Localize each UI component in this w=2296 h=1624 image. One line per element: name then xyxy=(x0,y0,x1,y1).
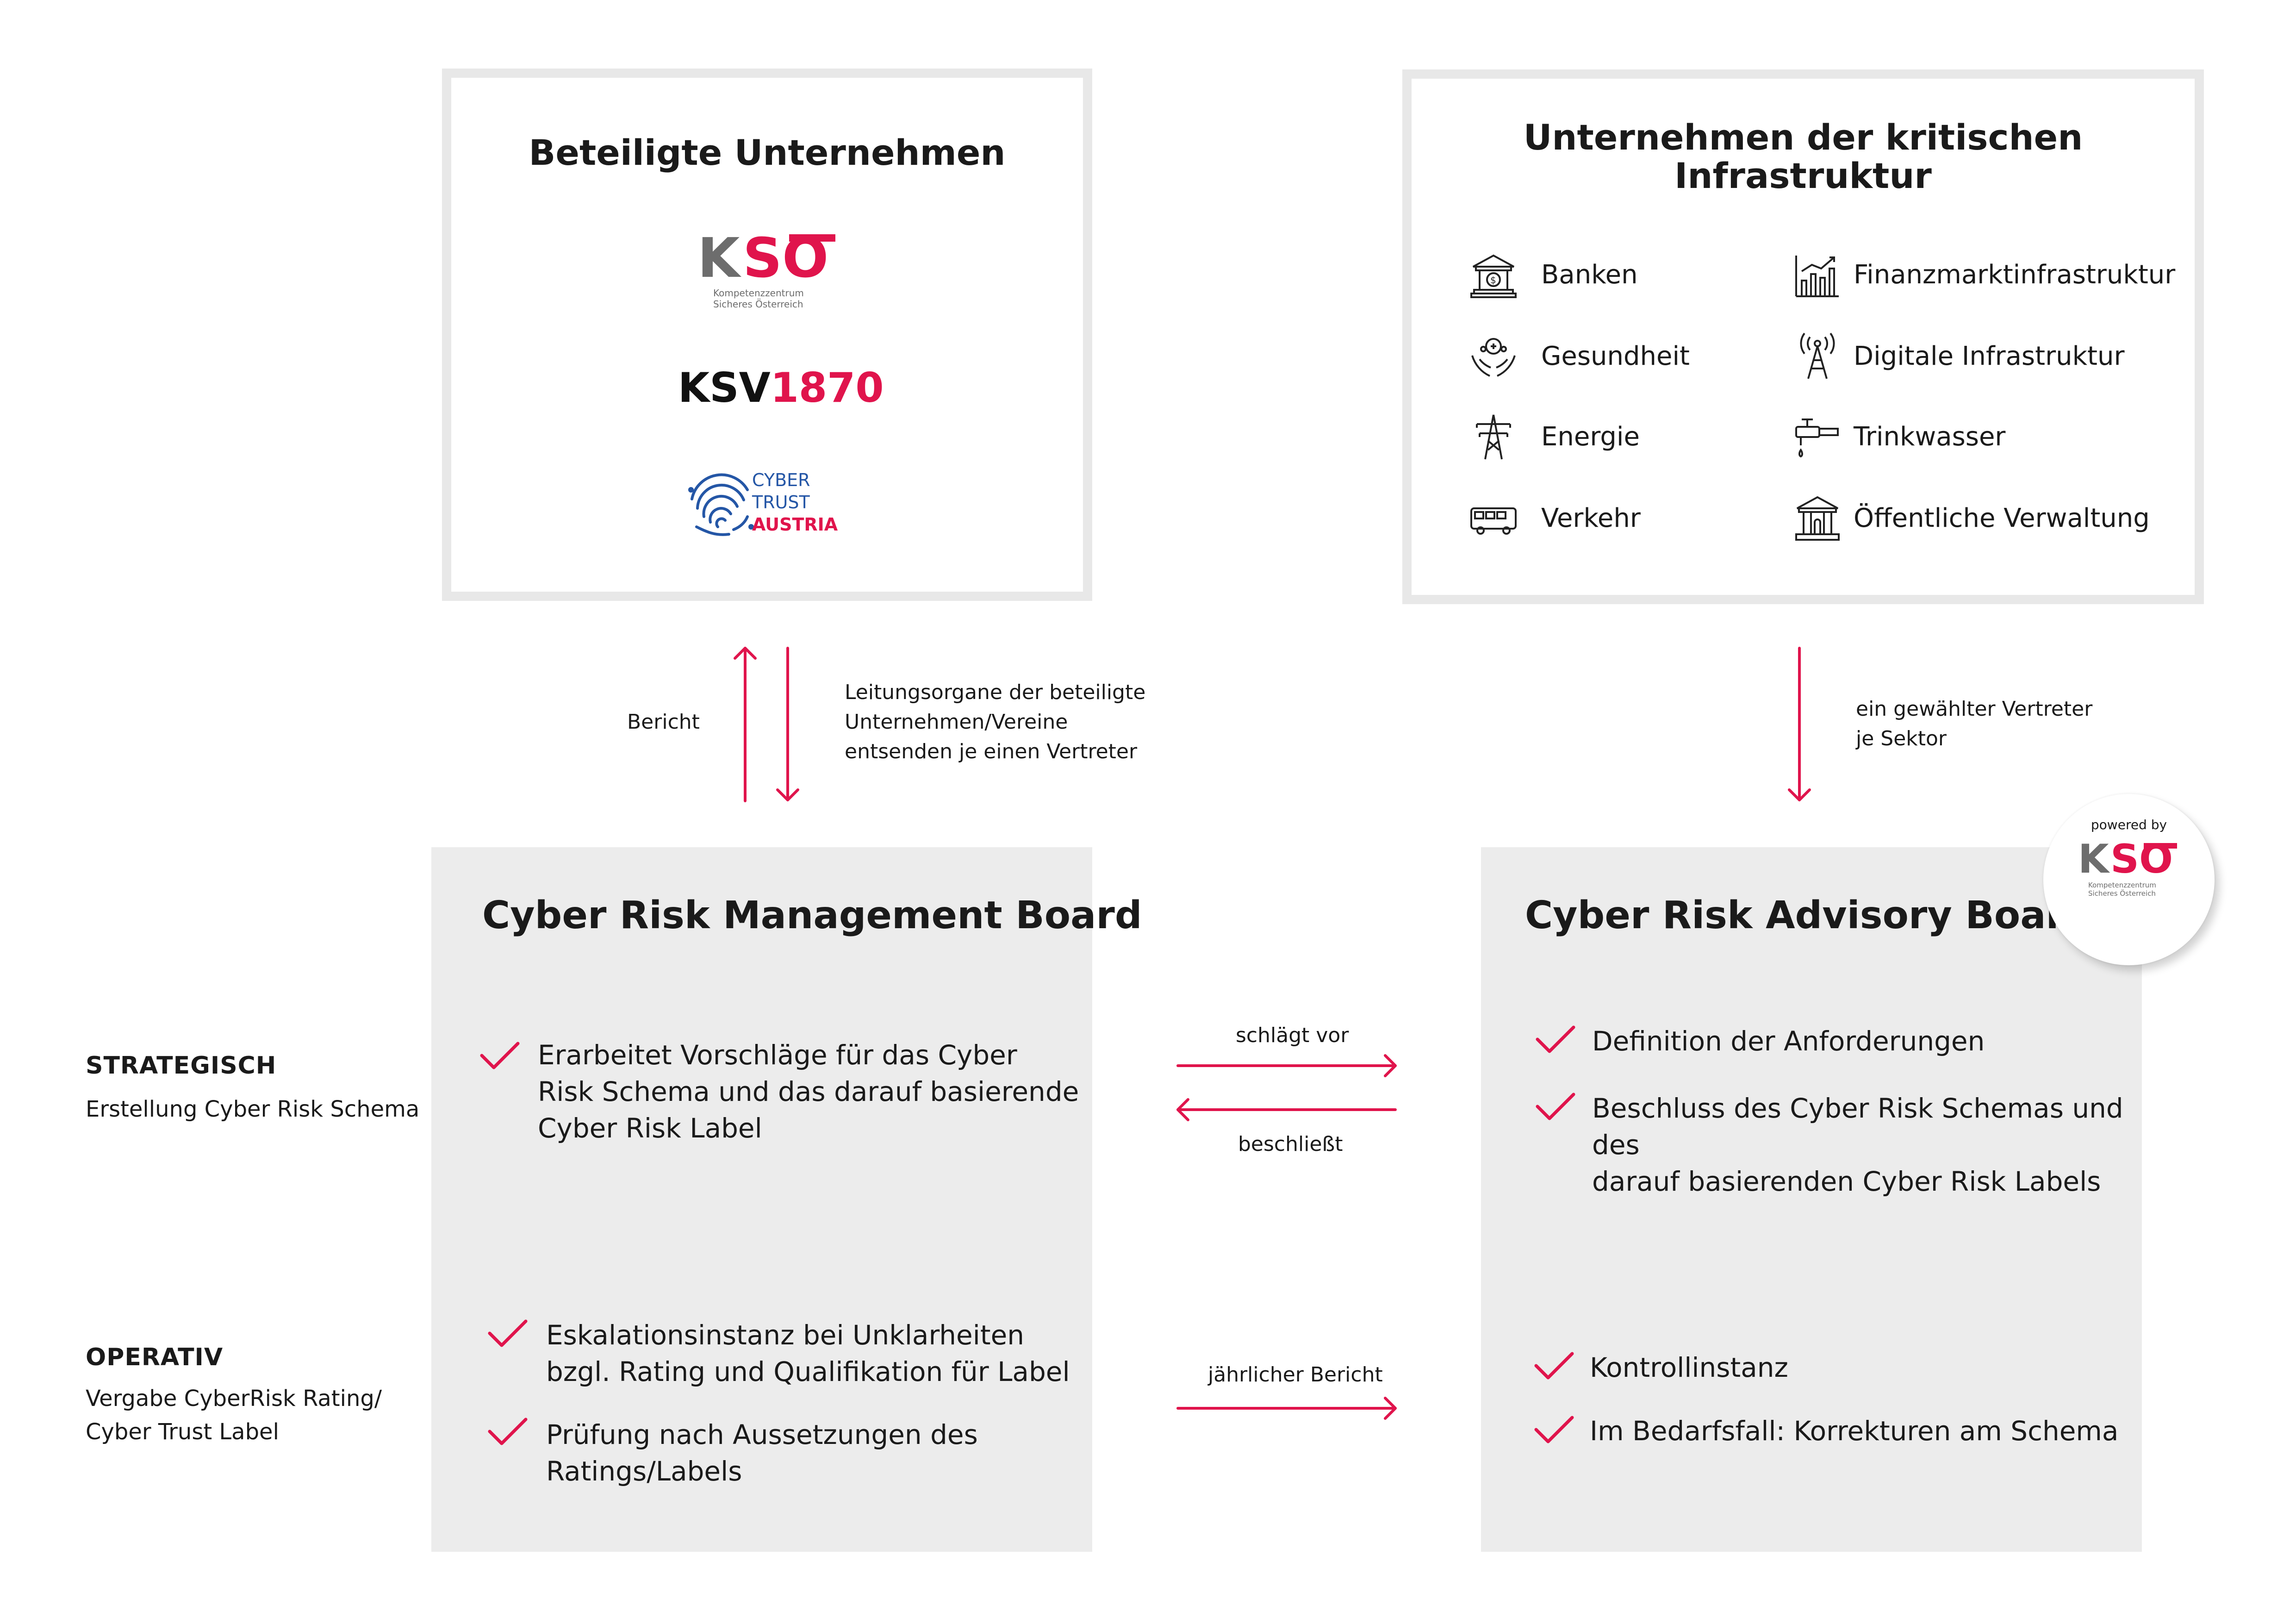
cyber-trust-austria-logo: CYBER TRUST AUSTRIA xyxy=(683,462,840,541)
critical-infrastructure-title-line2: Infrastruktur xyxy=(1674,155,1932,196)
svg-text:Sicheres Österreich: Sicheres Österreich xyxy=(2088,889,2156,898)
cta-line1: CYBER xyxy=(752,470,810,490)
advisory-strategic-item-1: Definition der Anforderungen xyxy=(1592,1025,1985,1057)
management-board-box: Cyber Risk Management Board Erarbeitet V… xyxy=(431,847,1142,1552)
check-icon xyxy=(1536,1093,1575,1120)
svg-text:$: $ xyxy=(1490,275,1496,286)
management-operative-item-2: Prüfung nach Aussetzungen des Ratings/La… xyxy=(546,1419,978,1487)
svg-text:Kompetenzzentrum: Kompetenzzentrum xyxy=(2088,881,2156,889)
advisory-strategic-item-2: Beschluss des Cyber Risk Schemas und des… xyxy=(1592,1093,2123,1197)
cta-line3: AUSTRIA xyxy=(752,514,838,535)
ksv-number: 1870 xyxy=(770,364,884,412)
sector-label-digitale-infrastruktur: Digitale Infrastruktur xyxy=(1854,341,2125,371)
management-board-title: Cyber Risk Management Board xyxy=(482,893,1142,937)
check-icon xyxy=(1534,1352,1574,1380)
government-building-icon xyxy=(1793,494,1842,543)
health-icon xyxy=(1469,332,1518,381)
participating-companies-box: Beteiligte Unternehmen K SO Kompetenzzen… xyxy=(442,69,1092,601)
check-icon xyxy=(488,1319,528,1347)
advisory-board-title: Cyber Risk Advisory Board xyxy=(1525,893,2092,937)
chart-icon xyxy=(1793,251,1842,299)
management-operative-item-1: Eskalationsinstanz bei Unklarheiten bzgl… xyxy=(546,1319,1070,1387)
power-pylon-icon xyxy=(1469,413,1518,461)
powered-by-label: powered by xyxy=(2091,817,2167,832)
sector-label-trinkwasser: Trinkwasser xyxy=(1854,422,2006,452)
leitungsorgane-label: Leitungsorgane der beteiligte Unternehme… xyxy=(845,681,1146,763)
operative-subtext: Vergabe CyberRisk Rating/ Cyber Trust La… xyxy=(86,1386,382,1445)
participating-companies-title: Beteiligte Unternehmen xyxy=(529,132,1006,173)
kso-caption-2: Sicheres Österreich xyxy=(713,299,803,310)
advisory-board-box: Cyber Risk Advisory Board Definition der… xyxy=(1481,847,2142,1552)
bank-icon: $ xyxy=(1469,251,1518,299)
sector-label-gesundheit: Gesundheit xyxy=(1541,341,1690,371)
cta-line2: TRUST xyxy=(752,492,810,512)
kso-badge-logo: K SO Kompetenzzentrum Sicheres Österreic… xyxy=(2078,840,2177,898)
beschliesst-label: beschließt xyxy=(1238,1132,1343,1156)
operative-heading: OPERATIV xyxy=(86,1343,224,1371)
ksv-text: KSV xyxy=(678,364,771,412)
check-icon xyxy=(1534,1416,1574,1443)
advisory-operative-item-1: Kontrollinstanz xyxy=(1590,1352,1788,1383)
jaehrlicher-bericht-label: jährlicher Bericht xyxy=(1208,1363,1383,1387)
management-strategic-item-1: Erarbeitet Vorschläge für das Cyber Risk… xyxy=(538,1039,1079,1144)
schlaegt-vor-label: schlägt vor xyxy=(1236,1024,1349,1047)
advisory-operative-item-2: Im Bedarfsfall: Korrekturen am Schema xyxy=(1590,1415,2119,1447)
powered-by-kso-badge: powered by K SO Kompetenzzentrum Sichere… xyxy=(2043,794,2215,965)
check-icon xyxy=(480,1042,520,1069)
kso-logo: K SO Kompetenzzentrum Sicheres Österreic… xyxy=(697,226,845,323)
kso-caption-1: Kompetenzzentrum xyxy=(713,287,804,299)
bus-icon xyxy=(1469,494,1518,543)
bericht-label: Bericht xyxy=(627,710,700,734)
sector-label-oeffentliche-verwaltung: Öffentliche Verwaltung xyxy=(1854,503,2150,533)
check-icon xyxy=(488,1418,528,1445)
strategic-subtext: Erstellung Cyber Risk Schema xyxy=(86,1096,420,1122)
critical-infrastructure-box: Unternehmen der kritischen Infrastruktur… xyxy=(1402,69,2204,604)
critical-infrastructure-title-line1: Unternehmen der kritischen xyxy=(1523,117,2083,158)
antenna-icon xyxy=(1793,332,1842,381)
sector-label-banken: Banken xyxy=(1541,260,1638,290)
sector-representative-label: ein gewählter Vertreter je Sektor xyxy=(1856,697,2093,750)
sector-label-finanzmarktinfrastruktur: Finanzmarktinfrastruktur xyxy=(1854,260,2176,290)
sector-label-energie: Energie xyxy=(1541,422,1640,452)
water-tap-icon xyxy=(1793,413,1842,461)
svg-text:K: K xyxy=(2078,840,2110,882)
fingerprint-icon: CYBER TRUST AUSTRIA xyxy=(688,470,838,536)
ksv1870-logo: KSV1870 xyxy=(678,362,884,413)
check-icon xyxy=(1536,1025,1575,1053)
strategic-heading: STRATEGISCH xyxy=(86,1052,277,1080)
svg-text:K: K xyxy=(697,231,742,290)
sector-label-verkehr: Verkehr xyxy=(1541,503,1641,533)
